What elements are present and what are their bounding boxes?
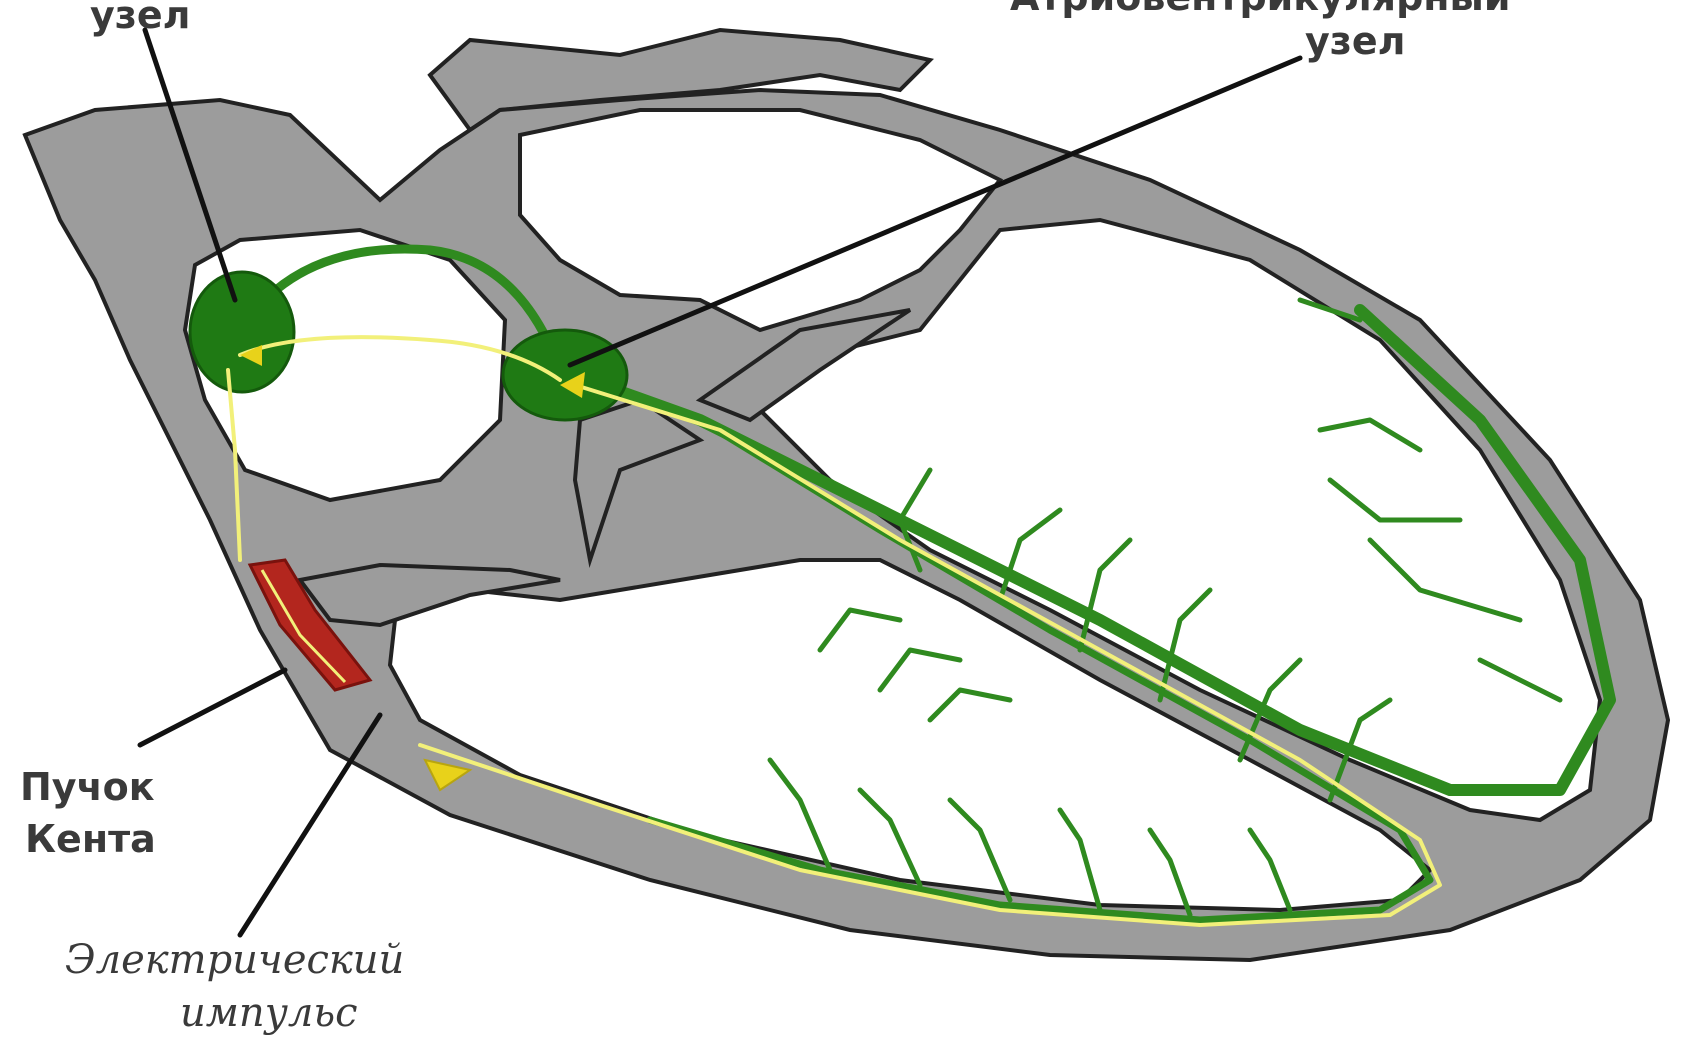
- atrioventricular-node: [503, 330, 627, 420]
- sa-node-label: узел: [90, 0, 190, 34]
- impulse-label-line1: Электрический: [65, 940, 404, 980]
- sinoatrial-node: [190, 272, 294, 392]
- av-node-label-line1: Атриовентрикулярный: [1010, 0, 1511, 16]
- pointer-kent-bundle: [140, 670, 285, 745]
- pointer-impulse: [240, 715, 380, 935]
- impulse-label-line2: импульс: [180, 993, 358, 1033]
- kent-label-line2: Кента: [25, 820, 156, 858]
- av-node-label-line2: узел: [1305, 22, 1405, 60]
- kent-label-line1: Пучок: [20, 768, 155, 806]
